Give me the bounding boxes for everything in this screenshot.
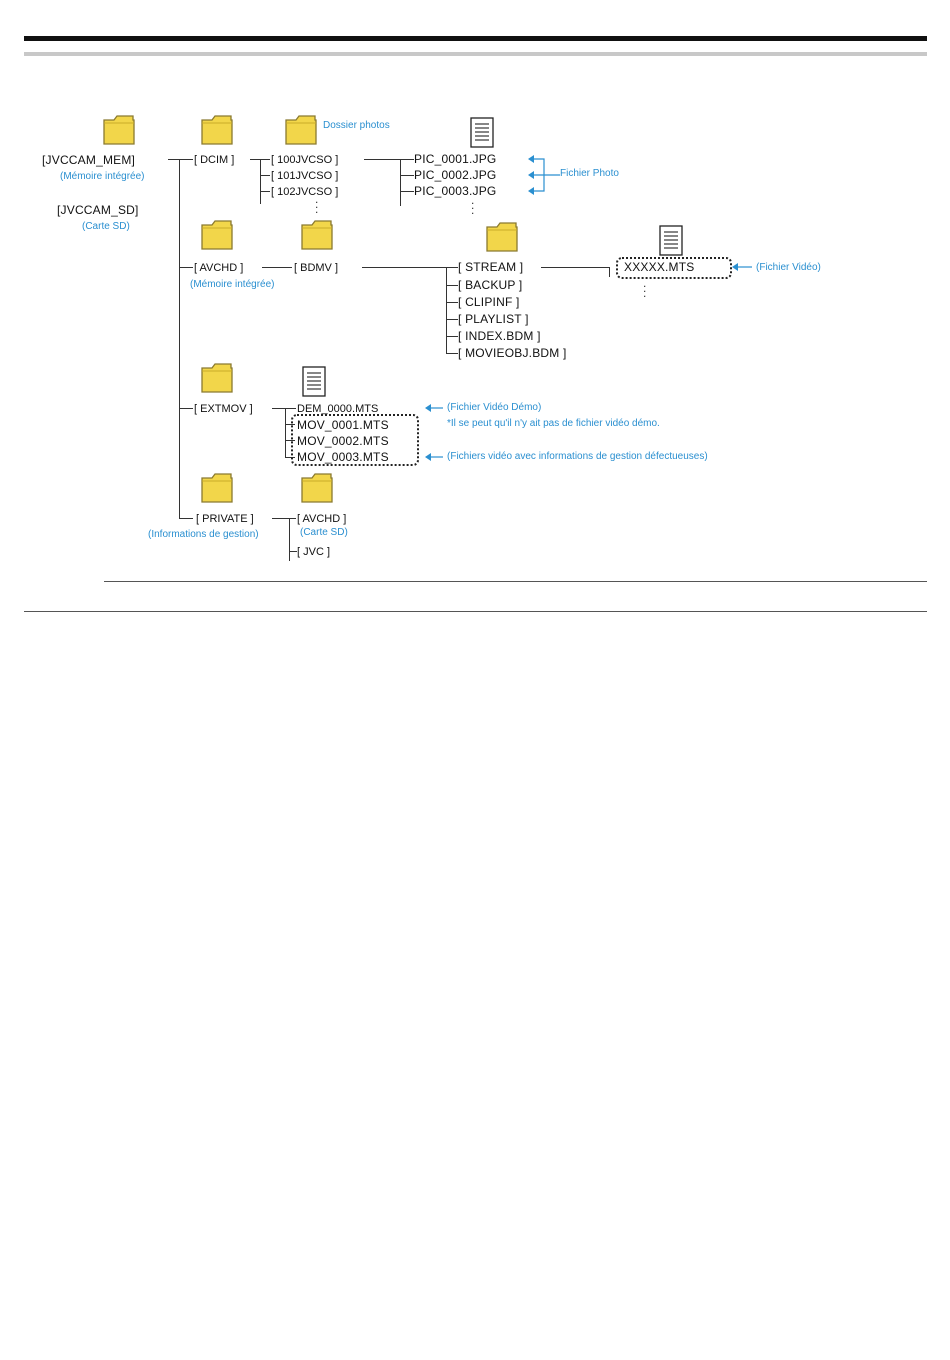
connector [285, 440, 295, 441]
private-avchd-label: [ AVCHD ] [297, 513, 347, 525]
connector [272, 518, 296, 519]
ellipsis-vertical: ... [471, 193, 475, 217]
folder-icon [200, 362, 234, 394]
connector [260, 191, 270, 192]
bdmv-child-playlist: [ PLAYLIST ] [458, 312, 529, 326]
dcim-label: [ DCIM ] [194, 154, 235, 166]
root-mem-label: [JVCCAM_MEM] [42, 153, 136, 167]
ellipsis-vertical: ... [643, 276, 647, 300]
connector [446, 353, 458, 354]
connector [446, 302, 458, 303]
connector [446, 319, 458, 320]
connector [541, 267, 609, 268]
folder-icon [200, 114, 234, 146]
mov-file-1: MOV_0001.MTS [297, 418, 389, 432]
connector [285, 424, 295, 425]
connector [262, 267, 292, 268]
connector [400, 159, 401, 206]
connector [609, 267, 610, 277]
arrow-left-icon [425, 404, 443, 412]
connector [179, 267, 193, 268]
file-icon [302, 366, 326, 397]
folder-icon [284, 114, 318, 146]
file-icon [470, 117, 494, 148]
connector [446, 285, 458, 286]
folder-icon [102, 114, 136, 146]
photo-file-1: PIC_0001.JPG [414, 152, 497, 166]
connector [446, 267, 447, 354]
jvc-label: [ JVC ] [297, 546, 331, 558]
stream-file: XXXXX.MTS [624, 260, 695, 274]
folder-icon [300, 219, 334, 251]
connector [285, 408, 286, 458]
header-rule [24, 36, 927, 41]
connector [364, 159, 414, 160]
root-sd-label: [JVCCAM_SD] [57, 203, 139, 217]
root-mem-note: (Mémoire intégrée) [60, 171, 145, 182]
connector [272, 408, 296, 409]
folder-icon [300, 472, 334, 504]
extmov-label: [ EXTMOV ] [194, 403, 253, 415]
header-subrule [24, 52, 927, 56]
trunk-line [179, 159, 180, 519]
photo-folder-note: Dossier photos [323, 120, 390, 131]
connector [168, 159, 180, 160]
connector [260, 175, 270, 176]
bdmv-label: [ BDMV ] [294, 262, 339, 274]
demo-file: DEM_0000.MTS [297, 403, 379, 415]
photo-file-2: PIC_0002.JPG [414, 168, 497, 182]
mov-file-3: MOV_0003.MTS [297, 450, 389, 464]
dcim-folder-1: [ 100JVCSO ] [271, 154, 339, 166]
mov-files-highlight [291, 414, 419, 466]
figure-bottom-rule [104, 581, 927, 582]
stream-file-note: (Fichier Vidéo) [756, 262, 821, 273]
connector [179, 159, 193, 160]
connector [362, 267, 458, 268]
stream-file-highlight [616, 257, 732, 279]
private-label: [ PRIVATE ] [196, 513, 254, 525]
folder-icon [200, 219, 234, 251]
connector [285, 457, 295, 458]
bdmv-child-movieobj: [ MOVIEOBJ.BDM ] [458, 346, 567, 360]
connector [289, 551, 297, 552]
connector [400, 191, 414, 192]
connector [446, 336, 458, 337]
photo-file-note: Fichier Photo [560, 168, 619, 179]
dcim-folder-2: [ 101JVCSO ] [271, 170, 339, 182]
file-icon [659, 225, 683, 256]
folder-icon [485, 221, 519, 253]
ellipsis-vertical: ... [315, 192, 319, 216]
private-avchd-note: (Carte SD) [300, 527, 348, 538]
connector [289, 518, 290, 561]
bdmv-child-backup: [ BACKUP ] [458, 278, 523, 292]
folder-icon [200, 472, 234, 504]
arrow-left-icon [425, 453, 443, 461]
avchd-note: (Mémoire intégrée) [190, 279, 275, 290]
bdmv-child-index: [ INDEX.BDM ] [458, 329, 541, 343]
connector [260, 159, 261, 204]
arrow-left-icon [732, 263, 752, 271]
demo-note: (Fichier Vidéo Démo) [447, 402, 542, 413]
mov-note: (Fichiers vidéo avec informations de ges… [447, 451, 708, 462]
bdmv-child-stream: [ STREAM ] [458, 260, 524, 274]
photo-file-3: PIC_0003.JPG [414, 184, 497, 198]
demo-footnote: *Il se peut qu'il n'y ait pas de fichier… [447, 418, 660, 429]
connector [179, 408, 193, 409]
dcim-folder-3: [ 102JVCSO ] [271, 186, 339, 198]
bdmv-child-clipinf: [ CLIPINF ] [458, 295, 520, 309]
section-rule [24, 611, 927, 612]
arrow-left-icon [528, 155, 560, 195]
private-note: (Informations de gestion) [148, 529, 259, 540]
avchd-label: [ AVCHD ] [194, 262, 244, 274]
connector [400, 175, 414, 176]
root-sd-note: (Carte SD) [82, 221, 130, 232]
connector [179, 518, 193, 519]
mov-file-2: MOV_0002.MTS [297, 434, 389, 448]
